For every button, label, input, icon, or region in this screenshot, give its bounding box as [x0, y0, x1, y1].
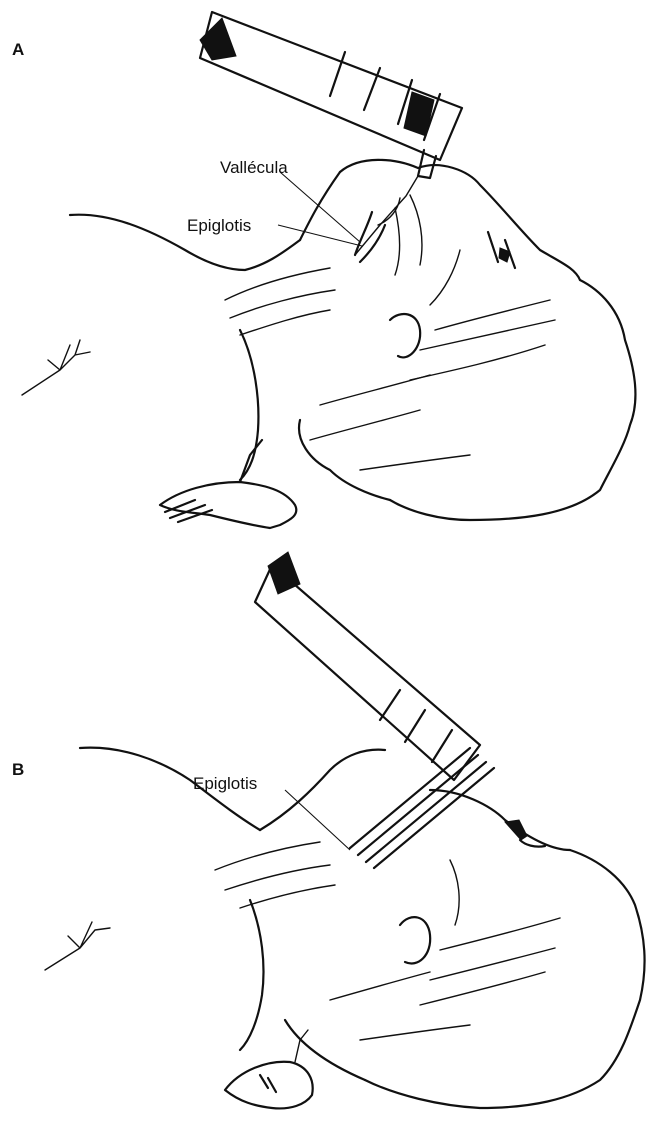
panel-letter-b: B [12, 760, 24, 780]
panel-a-drawing [22, 12, 635, 528]
head-outline-a [70, 160, 635, 528]
head-outline-b [80, 748, 645, 1109]
sprout-mark-a [22, 340, 90, 395]
panel-b-drawing [45, 552, 645, 1108]
epiglottis-label-a: Epiglotis [187, 216, 251, 236]
vallecula-leader-a [280, 172, 360, 242]
laryngoscope-b [255, 552, 494, 868]
epiglottis-leader-a [278, 225, 362, 246]
sprout-mark-b [45, 922, 110, 970]
vallecula-label-a: Vallécula [220, 158, 288, 178]
epiglottis-label-b: Epiglotis [193, 774, 257, 794]
panel-letter-a: A [12, 40, 24, 60]
epiglottis-leader-b [285, 790, 350, 850]
